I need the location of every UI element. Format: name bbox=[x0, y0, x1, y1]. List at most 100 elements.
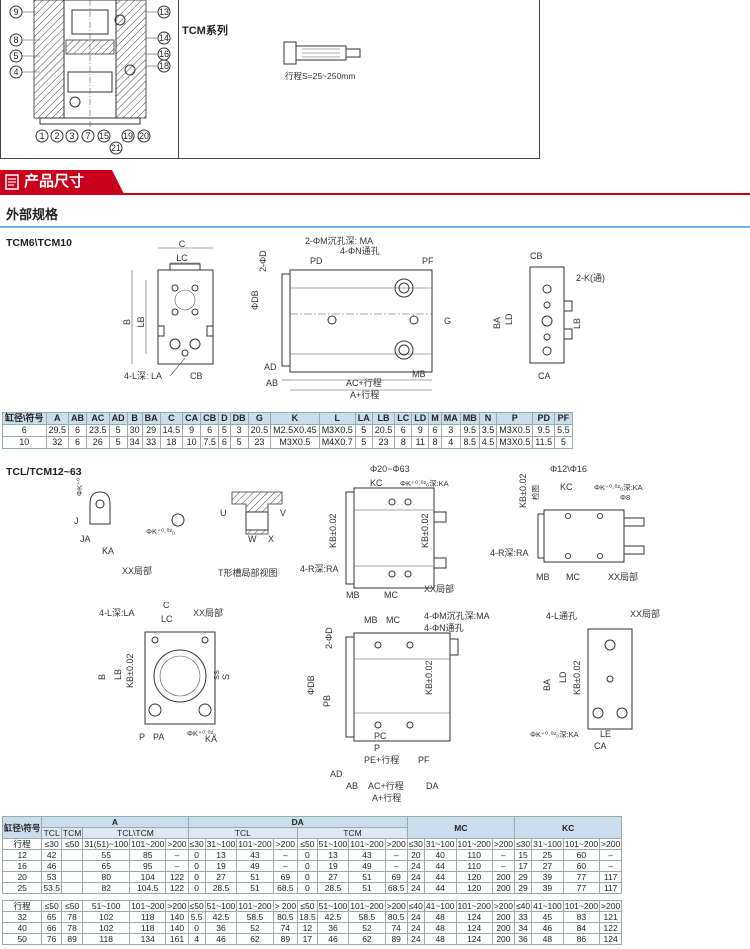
table-cell bbox=[60, 860, 84, 872]
svg-text:16: 16 bbox=[159, 49, 169, 59]
table-cell: 23.5 bbox=[86, 424, 110, 437]
svg-text:W: W bbox=[248, 534, 257, 544]
table-cell: 8.5 bbox=[459, 436, 480, 449]
table-cell: – bbox=[272, 849, 299, 861]
stroke-cell: ≤50 bbox=[297, 900, 318, 912]
svg-text:4-R深:RA: 4-R深:RA bbox=[490, 548, 529, 558]
table-cell: 20.5 bbox=[371, 424, 396, 437]
svg-text:LD: LD bbox=[558, 671, 568, 683]
table-cell: M2.5X0.45 bbox=[270, 424, 320, 437]
table-cell: 29.5 bbox=[45, 424, 70, 437]
svg-text:KB±0.02: KB±0.02 bbox=[572, 661, 582, 695]
table-cell: 86 bbox=[562, 933, 601, 945]
svg-text:DA: DA bbox=[426, 781, 439, 791]
svg-text:AC+行程: AC+行程 bbox=[346, 377, 382, 388]
table-subheader-cell: TCL bbox=[187, 827, 299, 839]
svg-text:7: 7 bbox=[85, 131, 90, 141]
table-cell: 34 bbox=[513, 922, 533, 934]
svg-text:4-L深:LA: 4-L深:LA bbox=[99, 608, 135, 618]
table-cell: 52 bbox=[236, 922, 274, 934]
table-cell: – bbox=[599, 849, 623, 861]
table-cell: 117 bbox=[599, 871, 623, 883]
stroke-cell: >200 bbox=[384, 900, 408, 912]
table-cell: 5 bbox=[229, 436, 249, 449]
svg-text:CB: CB bbox=[530, 251, 543, 261]
svg-text:2-ΦD: 2-ΦD bbox=[258, 250, 268, 272]
table-cell: 78 bbox=[60, 911, 84, 923]
callout-bottom-group: 1 2 3 7 15 19 20 21 bbox=[35, 129, 151, 155]
table-cell: 77 bbox=[562, 882, 601, 894]
table-header-cell: MB bbox=[459, 412, 480, 425]
svg-text:LB: LB bbox=[136, 316, 146, 327]
table-header-cell: K bbox=[270, 412, 320, 425]
table-cell: 11 bbox=[411, 436, 430, 449]
table-header-cell: A bbox=[45, 412, 70, 425]
svg-text:MC: MC bbox=[384, 590, 398, 600]
svg-text:21: 21 bbox=[111, 143, 121, 153]
table-cell: 46 bbox=[531, 922, 564, 934]
table-cell: 102 bbox=[82, 922, 131, 934]
table-cell: 118 bbox=[129, 911, 167, 923]
series-icon bbox=[283, 41, 361, 65]
table-cell: 161 bbox=[165, 933, 189, 945]
table-cell: – bbox=[272, 860, 299, 872]
table-cell: – bbox=[491, 849, 515, 861]
top-drawing-divider bbox=[178, 0, 179, 158]
table-cell: 39 bbox=[531, 882, 564, 894]
table-cell: 104.5 bbox=[129, 882, 167, 894]
stroke-cell: >200 bbox=[384, 838, 408, 850]
tcm6-front-view: C LC B LB 4-L深: LA CB bbox=[122, 240, 214, 381]
table-cell: 23 bbox=[247, 436, 272, 449]
table-cell: 0 bbox=[187, 849, 206, 861]
svg-text:B: B bbox=[97, 674, 107, 680]
table-cell: M3X0.5 bbox=[496, 436, 534, 449]
stroke-cell: 31~100 bbox=[204, 838, 238, 850]
table-cell: 122 bbox=[165, 871, 189, 883]
svg-text:检图: 检图 bbox=[530, 485, 540, 500]
table-cell: 68.5 bbox=[384, 882, 408, 894]
tcm6-end-view: CB 2-K(通) BA LD LB CA bbox=[492, 251, 605, 381]
table-cell: 134 bbox=[129, 933, 167, 945]
table-header-cell: CA bbox=[182, 412, 202, 425]
stroke-cell: 行程 bbox=[1, 900, 43, 912]
table-cell: 33 bbox=[141, 436, 161, 449]
svg-text:B: B bbox=[122, 319, 132, 325]
table-cell: 60 bbox=[562, 860, 601, 872]
table-cell: 124 bbox=[455, 933, 493, 945]
svg-text:P: P bbox=[374, 743, 380, 753]
stroke-cell: >200 bbox=[165, 838, 189, 850]
table-header-cell: PD bbox=[532, 412, 556, 425]
table-cell: 13 bbox=[204, 849, 238, 861]
table-header-cell: A bbox=[41, 816, 189, 828]
svg-text:Φ20~Φ63: Φ20~Φ63 bbox=[370, 464, 410, 474]
table-cell: 20.5 bbox=[247, 424, 272, 437]
svg-text:1: 1 bbox=[39, 131, 44, 141]
table-cell: 42.5 bbox=[316, 911, 350, 923]
subtitle-underline bbox=[0, 226, 750, 228]
table-cell: 43 bbox=[236, 849, 274, 861]
table-cell: 11.5 bbox=[532, 436, 556, 449]
table-cell: M3X0.5 bbox=[270, 436, 320, 449]
stroke-cell: 101~200 bbox=[236, 900, 274, 912]
svg-text:19: 19 bbox=[123, 131, 133, 141]
svg-text:A+行程: A+行程 bbox=[350, 389, 379, 400]
table-cell: 50 bbox=[1, 933, 43, 945]
svg-text:KB±0.02: KB±0.02 bbox=[125, 654, 135, 688]
table-cell: 29 bbox=[513, 882, 533, 894]
table-cell: 6 bbox=[68, 436, 88, 449]
svg-text:20: 20 bbox=[139, 131, 149, 141]
stroke-cell: 101~200 bbox=[562, 838, 601, 850]
stroke-cell: ≤50 bbox=[187, 900, 206, 912]
table-cell: 65 bbox=[41, 911, 62, 923]
stroke-cell: 101~200 bbox=[348, 838, 386, 850]
section-subtitle: 外部规格 bbox=[6, 207, 59, 222]
stroke-cell: ≤40 bbox=[406, 900, 425, 912]
table-cell: 7.5 bbox=[200, 436, 220, 449]
svg-text:4-R深:RA: 4-R深:RA bbox=[300, 564, 339, 574]
table-cell: 80 bbox=[82, 871, 131, 883]
table-cell: 51 bbox=[236, 882, 274, 894]
table-cell: – bbox=[491, 860, 515, 872]
svg-text:XX局部: XX局部 bbox=[122, 565, 152, 576]
